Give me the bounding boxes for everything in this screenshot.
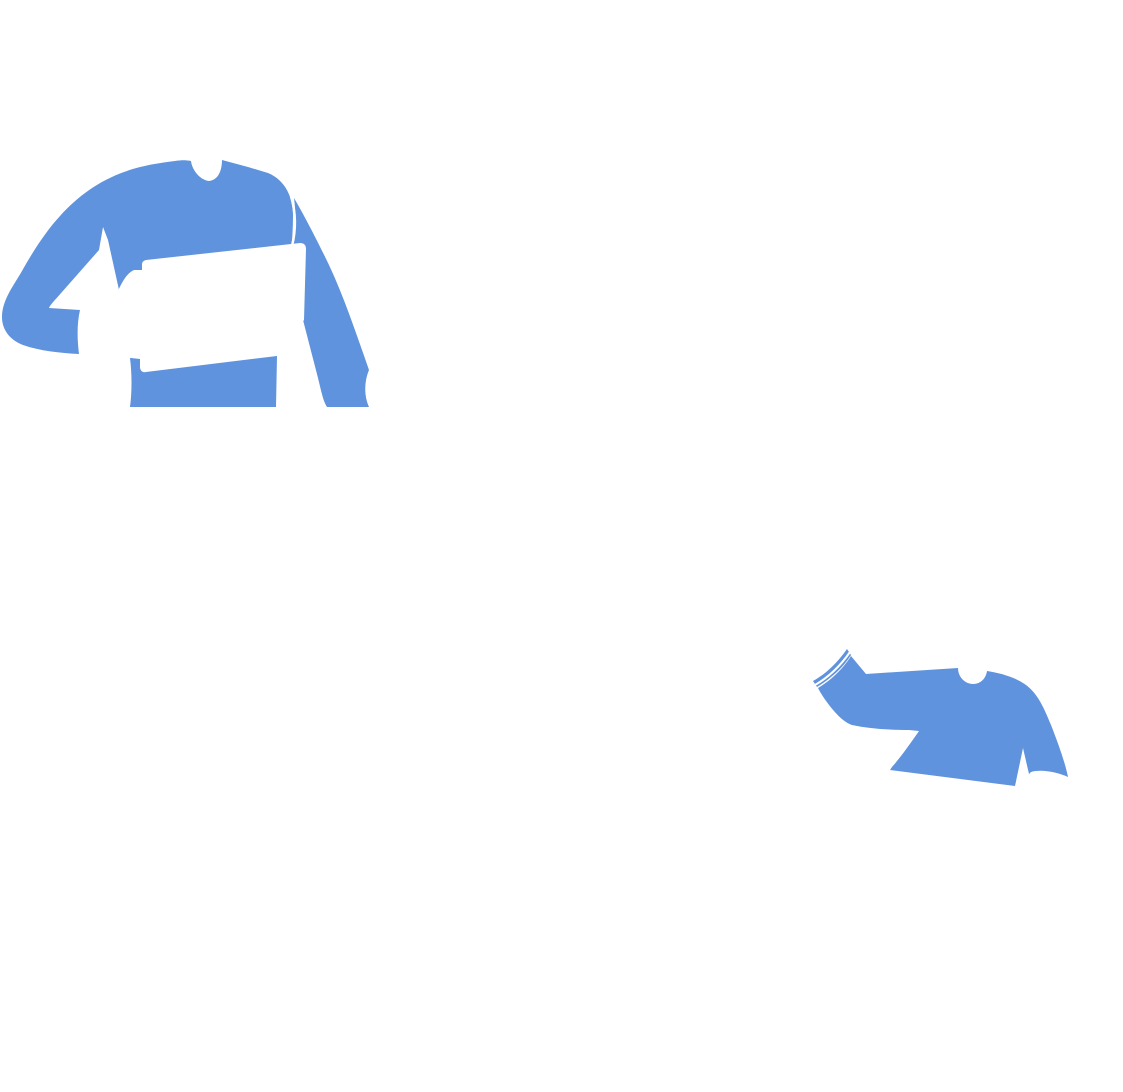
left-cuff-stroke [78, 309, 84, 355]
left-figure-icon [2, 160, 369, 407]
right-cuff-stroke [814, 651, 851, 686]
left-shoulder-stroke [289, 195, 297, 247]
laptop-icon [104, 243, 306, 373]
right-shirt-body [818, 656, 1068, 786]
right-cuff-icon [813, 649, 851, 687]
left-back-arm [293, 198, 369, 407]
right-figure-icon [813, 649, 1068, 786]
